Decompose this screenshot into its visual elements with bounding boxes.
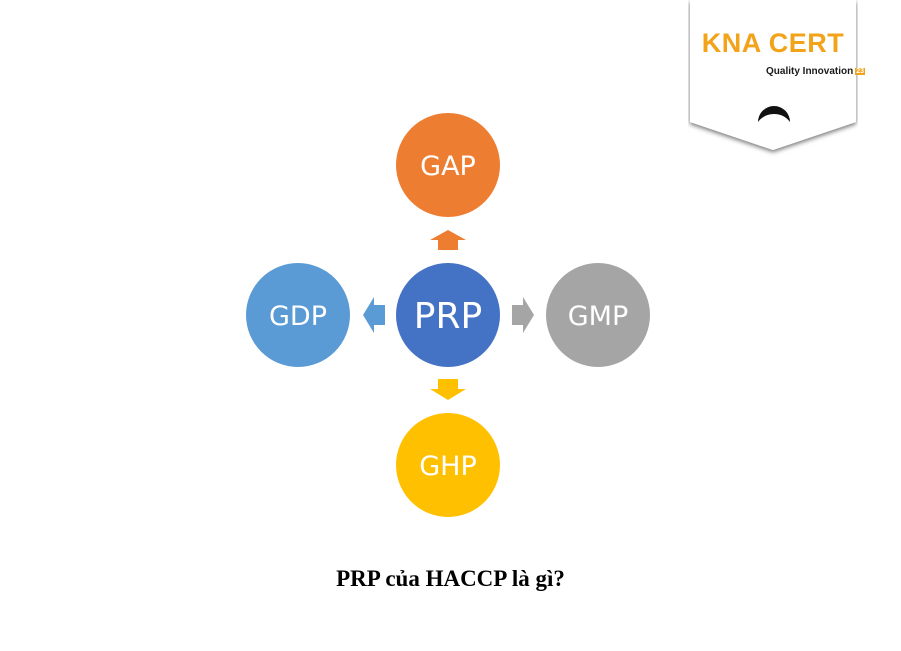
arrow-down-icon: [430, 379, 466, 400]
brand-tagline-mark: 23: [855, 68, 866, 75]
badge-shape: [690, 0, 856, 150]
node-gap-label: GAP: [420, 151, 476, 182]
badge-emblem-icon: [758, 106, 790, 122]
node-prp-label: PRP: [414, 296, 482, 337]
brand-tagline-text: Quality Innovation: [766, 66, 854, 77]
node-gmp-circle: [546, 263, 650, 367]
node-gmp-label: GMP: [568, 301, 629, 332]
node-ghp-circle: [396, 413, 500, 517]
node-gdp-label: GDP: [269, 301, 327, 332]
node-gap-circle: [396, 113, 500, 217]
arrow-left-icon: [363, 297, 385, 333]
arrow-up-icon: [430, 230, 466, 250]
brand-name: KNA CERT: [701, 28, 845, 58]
node-gdp-circle: [246, 263, 350, 367]
node-prp-circle: [396, 263, 500, 367]
node-ghp-label: GHP: [419, 451, 477, 482]
diagram-caption: PRP của HACCP là gì?: [336, 566, 565, 591]
arrow-right-icon: [512, 297, 534, 333]
